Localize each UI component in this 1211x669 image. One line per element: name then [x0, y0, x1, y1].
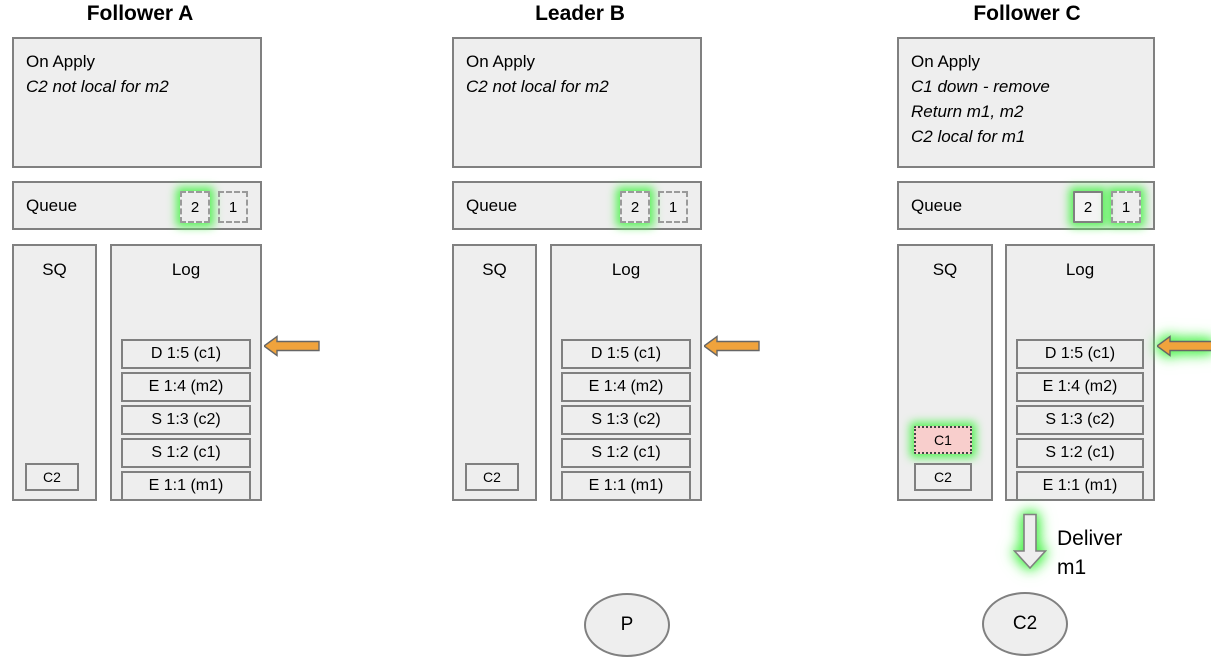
- node-title-follower-a: Follower A: [86, 2, 194, 25]
- deliver-label: Deliver m1: [1057, 524, 1122, 582]
- sq-item-c2: C2: [914, 463, 972, 491]
- on-apply-line: C2 not local for m2: [26, 77, 169, 96]
- sq-panel-follower-c: SQ C1 C2: [897, 244, 993, 501]
- on-apply-header: On Apply: [466, 52, 535, 71]
- node-column-leader-b: Leader B On Apply C2 not local for m2 Qu…: [440, 0, 766, 669]
- queue-label: Queue: [26, 196, 78, 215]
- queue-box-leader-b: Queue 2 1: [452, 181, 702, 230]
- node-title-leader-b: Leader B: [535, 2, 625, 25]
- queue-slots: 2 1: [180, 191, 248, 223]
- log-panel-follower-c: Log D 1:5 (c1) E 1:4 (m2) S 1:3 (c2) S 1…: [1005, 244, 1155, 501]
- node-column-follower-c: Follower C On Apply C1 down - remove Ret…: [885, 0, 1211, 669]
- node-title-follower-c: Follower C: [973, 2, 1081, 25]
- deliver-arrow-down-icon: [1012, 513, 1048, 570]
- log-entry: S 1:2 (c1): [561, 438, 691, 468]
- sq-item-c1: C1: [914, 426, 972, 454]
- log-entry: D 1:5 (c1): [121, 339, 251, 369]
- log-entry: S 1:3 (c2): [1016, 405, 1144, 435]
- incoming-arrow-icon-leader-b: [704, 335, 760, 357]
- queue-box-follower-a: Queue 2 1: [12, 181, 262, 230]
- queue-box-follower-c: Queue 2 1: [897, 181, 1155, 230]
- log-header: Log: [171, 260, 201, 279]
- on-apply-box-leader-b: On Apply C2 not local for m2: [452, 37, 702, 168]
- log-entry: D 1:5 (c1): [561, 339, 691, 369]
- log-entry: E 1:4 (m2): [1016, 372, 1144, 402]
- log-entry: E 1:1 (m1): [561, 471, 691, 501]
- queue-slot-1: 1: [658, 191, 688, 223]
- log-entry: E 1:1 (m1): [121, 471, 251, 501]
- node-column-follower-a: Follower A On Apply C2 not local for m2 …: [0, 0, 326, 669]
- sq-panel-follower-a: SQ C2: [12, 244, 97, 501]
- sq-item-c2: C2: [465, 463, 519, 491]
- on-apply-line: C1 down - remove: [911, 77, 1050, 96]
- queue-slot-2: 2: [620, 191, 650, 223]
- queue-slot-1: 1: [218, 191, 248, 223]
- log-header: Log: [611, 260, 641, 279]
- sq-header: SQ: [42, 260, 67, 279]
- log-entry: E 1:4 (m2): [561, 372, 691, 402]
- queue-label: Queue: [466, 196, 518, 215]
- log-panel-leader-b: Log D 1:5 (c1) E 1:4 (m2) S 1:3 (c2) S 1…: [550, 244, 702, 501]
- on-apply-box-follower-a: On Apply C2 not local for m2: [12, 37, 262, 168]
- on-apply-box-follower-c: On Apply C1 down - remove Return m1, m2 …: [897, 37, 1155, 168]
- log-entry: E 1:4 (m2): [121, 372, 251, 402]
- log-entry: E 1:1 (m1): [1016, 471, 1144, 501]
- on-apply-line: C2 not local for m2: [466, 77, 609, 96]
- on-apply-header: On Apply: [26, 52, 95, 71]
- client-ellipse-c2: C2: [982, 592, 1068, 656]
- log-entry: D 1:5 (c1): [1016, 339, 1144, 369]
- log-entry: S 1:3 (c2): [561, 405, 691, 435]
- sq-header: SQ: [482, 260, 507, 279]
- queue-slot-2: 2: [180, 191, 210, 223]
- deliver-label-line1: Deliver: [1057, 527, 1123, 550]
- sq-panel-leader-b: SQ C2: [452, 244, 537, 501]
- queue-slots: 2 1: [1073, 191, 1141, 223]
- log-header: Log: [1065, 260, 1095, 279]
- log-entry: S 1:2 (c1): [1016, 438, 1144, 468]
- log-entry: S 1:2 (c1): [121, 438, 251, 468]
- sq-header: SQ: [932, 260, 958, 279]
- incoming-arrow-icon-follower-c: [1157, 335, 1211, 357]
- queue-slot-1: 1: [1111, 191, 1141, 223]
- incoming-arrow-icon-follower-a: [264, 335, 320, 357]
- queue-slots: 2 1: [620, 191, 688, 223]
- queue-label: Queue: [911, 196, 963, 215]
- queue-slot-2: 2: [1073, 191, 1103, 223]
- on-apply-line: Return m1, m2: [911, 102, 1024, 121]
- sq-item-c2: C2: [25, 463, 79, 491]
- on-apply-line: C2 local for m1: [911, 127, 1026, 146]
- client-ellipse-p: P: [584, 593, 670, 657]
- on-apply-header: On Apply: [911, 52, 980, 71]
- log-panel-follower-a: Log D 1:5 (c1) E 1:4 (m2) S 1:3 (c2) S 1…: [110, 244, 262, 501]
- log-entry: S 1:3 (c2): [121, 405, 251, 435]
- deliver-label-line2: m1: [1057, 556, 1087, 579]
